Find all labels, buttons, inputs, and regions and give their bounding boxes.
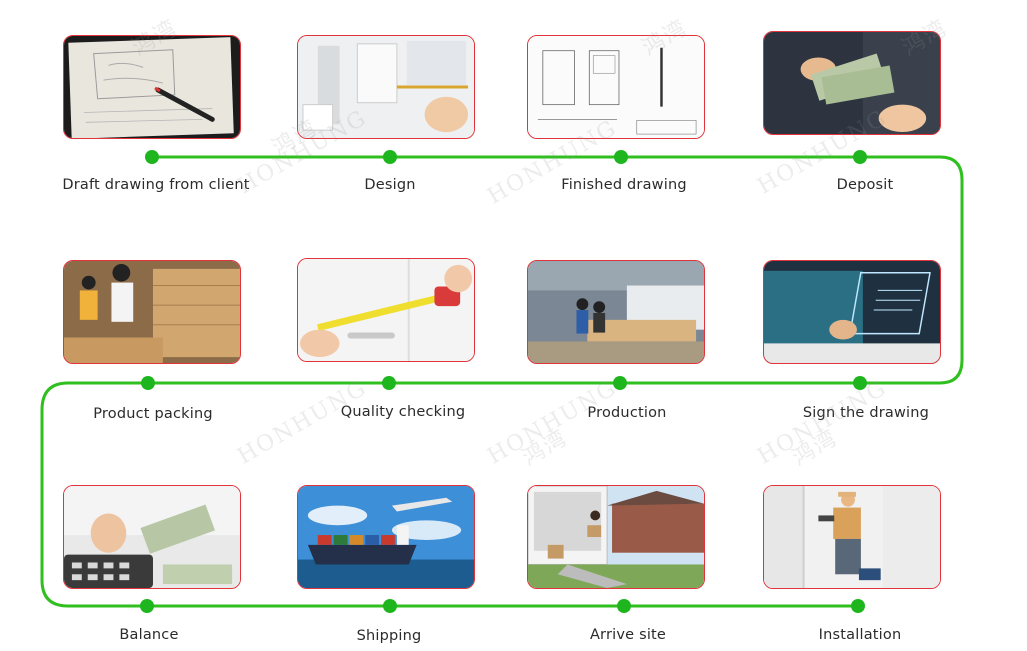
step-label: Balance	[119, 627, 179, 643]
step-node	[617, 599, 631, 613]
step-label: Production	[587, 405, 667, 421]
photo-finished-drawing	[527, 35, 705, 139]
photo-quality-checking	[297, 258, 475, 362]
step-node	[382, 376, 396, 390]
step-node	[141, 376, 155, 390]
step-node	[140, 599, 154, 613]
step-node	[383, 599, 397, 613]
step-label: Finished drawing	[561, 177, 687, 193]
step-label: Draft drawing from client	[62, 177, 250, 193]
step-node	[145, 150, 159, 164]
photo-shipping	[297, 485, 475, 589]
step-node	[853, 150, 867, 164]
step-label: Installation	[818, 627, 902, 643]
step-label: Sign the drawing	[802, 405, 930, 421]
step-label: Product packing	[93, 406, 213, 422]
step-node	[851, 599, 865, 613]
step-label: Design	[364, 177, 416, 193]
step-label: Arrive site	[589, 627, 667, 643]
step-node	[614, 150, 628, 164]
photo-balance	[63, 485, 241, 589]
step-node	[853, 376, 867, 390]
step-label: Shipping	[356, 628, 422, 644]
photo-deposit	[763, 31, 941, 135]
step-label: Quality checking	[340, 404, 466, 420]
step-node	[383, 150, 397, 164]
photo-draft-drawing	[63, 35, 241, 139]
photo-installation	[763, 485, 941, 589]
photo-design	[297, 35, 475, 139]
step-label: Deposit	[836, 177, 894, 193]
step-node	[613, 376, 627, 390]
photo-arrive-site	[527, 485, 705, 589]
photo-production	[527, 260, 705, 364]
photo-sign-the-drawing	[763, 260, 941, 364]
photo-product-packing	[63, 260, 241, 364]
